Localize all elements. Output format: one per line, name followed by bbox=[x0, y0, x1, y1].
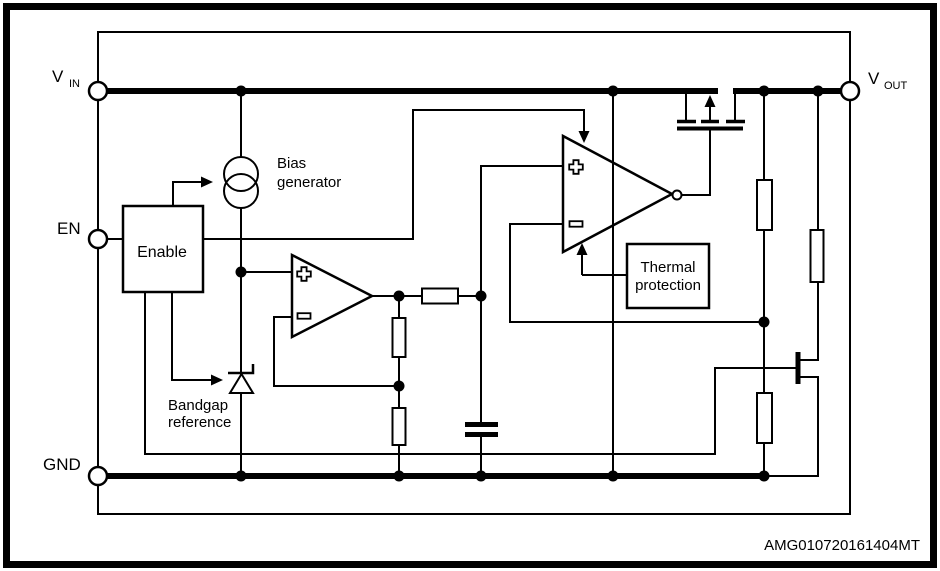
bias-generator-symbol bbox=[223, 156, 259, 209]
gate-drive-wire bbox=[681, 130, 711, 196]
right-branch-resistor bbox=[809, 229, 825, 283]
pmos-arrow-icon bbox=[704, 95, 716, 107]
bandgap-arrow-icon bbox=[211, 374, 223, 386]
chip-boundary bbox=[97, 31, 851, 515]
buffer-output-node bbox=[671, 189, 683, 201]
vin-label: V bbox=[52, 67, 64, 86]
enable-amp-arrow-icon bbox=[578, 131, 590, 143]
bias-generator-label-1: Bias bbox=[277, 155, 306, 172]
buffer-amp-plus-icon bbox=[568, 159, 584, 175]
vin-pin bbox=[87, 80, 109, 102]
error-amp-plus-icon bbox=[296, 266, 312, 282]
output-buffer-amplifier bbox=[561, 133, 675, 255]
thermal-arrow-icon bbox=[576, 243, 588, 255]
bias-arrow-icon bbox=[201, 176, 213, 188]
gnd-pin bbox=[87, 465, 109, 487]
thermal-label-1: Thermal bbox=[640, 259, 695, 276]
thermal-protection-block bbox=[625, 242, 711, 310]
buffer-amp-minus-icon bbox=[568, 220, 584, 228]
figure-border bbox=[3, 3, 937, 568]
arrowheads bbox=[201, 95, 716, 386]
series-resistor bbox=[421, 287, 459, 305]
pass-transistor-symbol bbox=[677, 119, 745, 131]
bias-generator-label-2: generator bbox=[277, 174, 341, 191]
bandgap-label-1: Bandgap bbox=[168, 397, 228, 414]
bandgap-diode-symbol bbox=[228, 364, 255, 394]
en-pin bbox=[87, 228, 109, 250]
enable-block bbox=[121, 204, 205, 294]
divider-resistor-bottom bbox=[391, 407, 407, 446]
vout-pin bbox=[839, 80, 861, 102]
figure-code: AMG010720161404MT bbox=[764, 537, 920, 554]
feedback-resistor-bottom bbox=[756, 392, 773, 444]
vout-label: V bbox=[868, 69, 880, 88]
capacitor-symbol bbox=[465, 422, 498, 437]
vout-subscript: OUT bbox=[884, 80, 908, 92]
thermal-label-2: protection bbox=[635, 277, 701, 294]
error-amplifier bbox=[290, 252, 375, 340]
resistors bbox=[391, 179, 825, 446]
bandgap-label-2: reference bbox=[168, 414, 231, 431]
divider-resistor-top bbox=[391, 317, 407, 358]
enable-label: Enable bbox=[137, 244, 187, 261]
en-label: EN bbox=[57, 219, 81, 238]
junction-dots bbox=[235, 85, 824, 482]
gnd-label: GND bbox=[43, 455, 81, 474]
error-amp-minus-icon bbox=[296, 312, 312, 320]
feedback-resistor-top bbox=[756, 179, 773, 231]
vin-subscript: IN bbox=[69, 78, 80, 90]
